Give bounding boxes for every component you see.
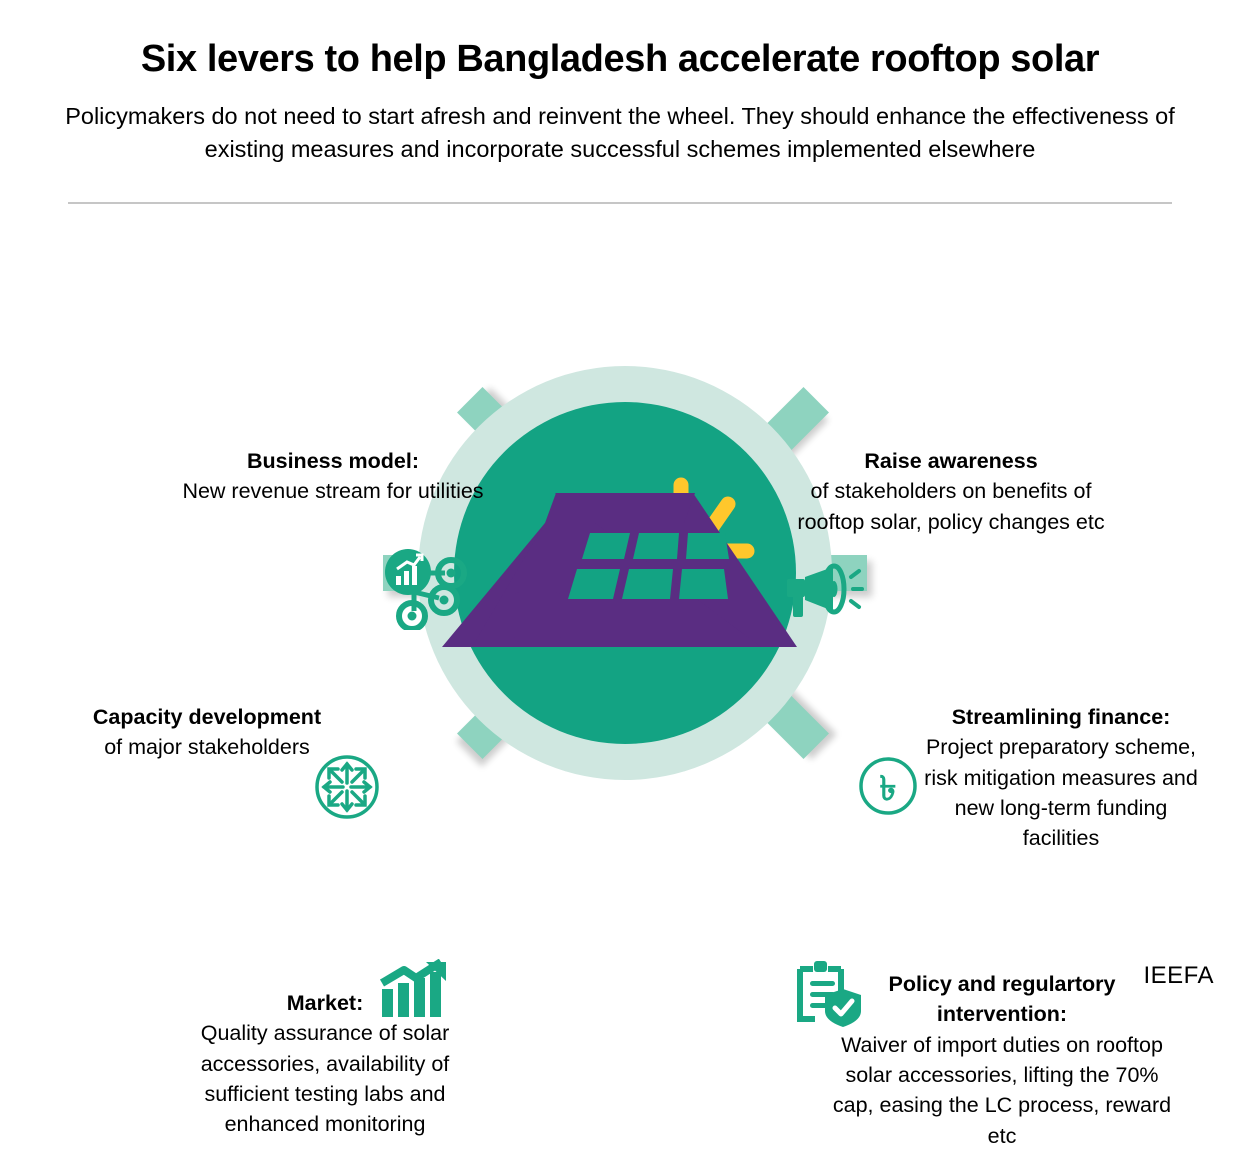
- lever-body-business-model: New revenue stream for utilities: [182, 479, 484, 504]
- lever-body-raise-awareness: of stakeholders on benefits of rooftop s…: [797, 479, 1105, 534]
- lever-lead-business-model: Business model:: [246, 449, 420, 473]
- taka-currency-icon: ৳: [857, 755, 919, 817]
- central-hub: [383, 348, 867, 798]
- diagram-stage: ৳: [0, 215, 1240, 1148]
- lever-lead-streamlining-finance: Streamlining finance:: [951, 705, 1171, 729]
- page-subtitle: Policymakers do not need to start afresh…: [65, 102, 1175, 163]
- lever-lead-capacity-development: Capacity development: [92, 705, 322, 729]
- lever-callout-market: Market: Quality assurance of solar acces…: [158, 988, 492, 1140]
- lever-body-market: Quality assurance of solar accessories, …: [200, 1021, 450, 1137]
- lever-callout-streamlining-finance: Streamlining finance: Project preparator…: [916, 702, 1206, 854]
- page-title: Six levers to help Bangladesh accelerate…: [140, 38, 1100, 80]
- lever-callout-business-model: Business model: New revenue stream for u…: [168, 446, 498, 507]
- lever-lead-market: Market:: [286, 991, 364, 1015]
- rooftop-solar-house-illustration: [442, 477, 797, 647]
- lever-lead-raise-awareness: Raise awareness: [864, 449, 1038, 473]
- solar-panel-cells: [568, 533, 729, 599]
- roof-ridge: [545, 493, 695, 523]
- lever-body-streamlining-finance: Project preparatory scheme, risk mitigat…: [924, 735, 1198, 851]
- ieefa-logo: IEEFA: [1143, 962, 1214, 989]
- roof-right-slope: [555, 493, 797, 647]
- lever-body-policy-regulatory: Waiver of import duties on rooftop solar…: [832, 1032, 1172, 1148]
- lever-lead-policy-regulatory: Policy and regulartory intervention:: [888, 972, 1116, 1027]
- megaphone-icon: [783, 563, 865, 623]
- header: Six levers to help Bangladesh accelerate…: [0, 0, 1240, 166]
- house-window: [514, 592, 561, 642]
- lever-body-capacity-development: of major stakeholders: [104, 735, 310, 760]
- header-divider: [68, 202, 1172, 204]
- svg-text:৳: ৳: [880, 770, 897, 808]
- lever-callout-capacity-development: Capacity development of major stakeholde…: [48, 702, 366, 763]
- expand-arrows-icon: [313, 753, 381, 821]
- growth-chart-icon: [378, 959, 450, 1021]
- lever-callout-raise-awareness: Raise awareness of stakeholders on benef…: [790, 446, 1112, 537]
- lever-callout-policy-regulatory: Policy and regulartory intervention: Wai…: [826, 969, 1178, 1151]
- network-icon: [381, 548, 471, 630]
